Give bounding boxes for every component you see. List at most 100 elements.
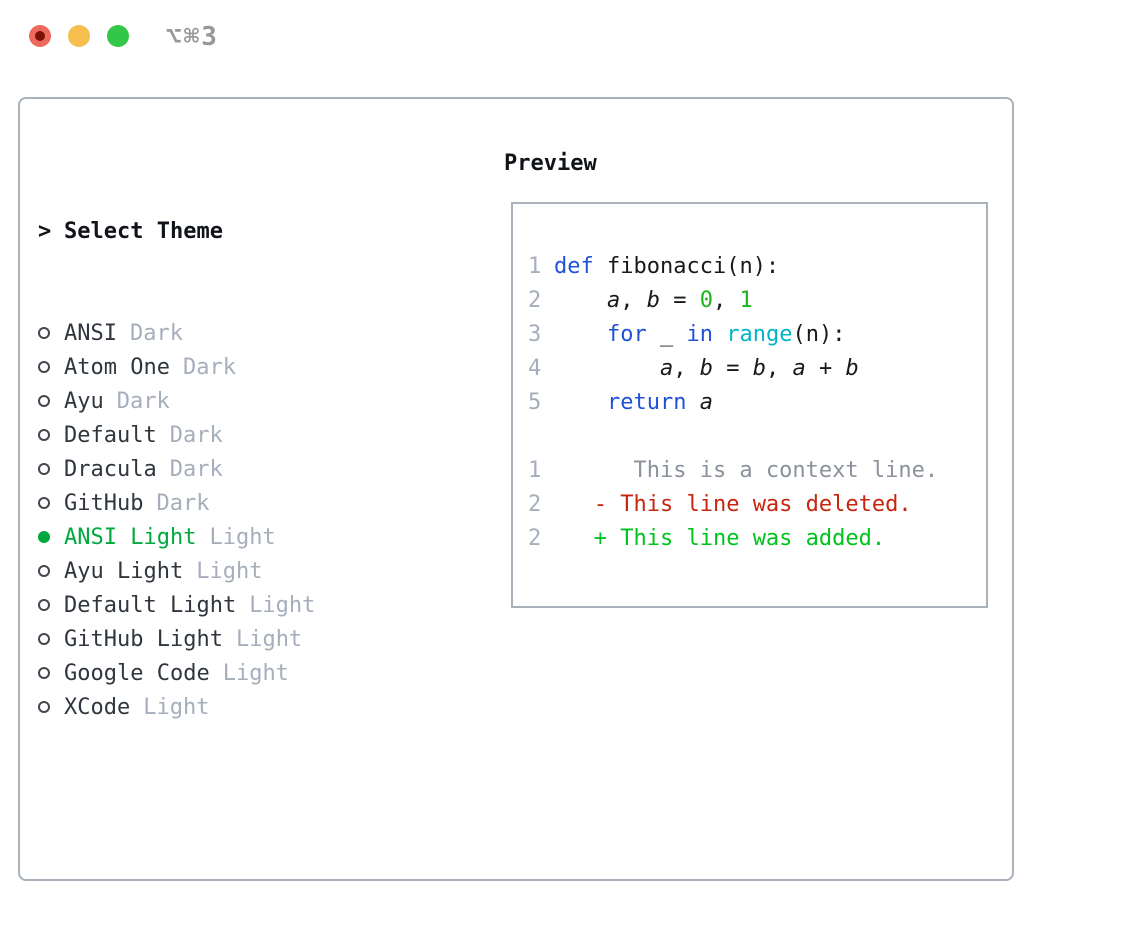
code-line: 2 + This line was added. [528, 522, 986, 556]
code-token: , [673, 356, 700, 381]
code-token: b [752, 356, 766, 381]
option-label: XCode [64, 695, 131, 720]
code-token: b [845, 356, 859, 381]
code-token [554, 492, 594, 517]
line-number: 1 [528, 458, 542, 483]
radio-dot [38, 599, 50, 611]
code-token: (n): [792, 322, 846, 347]
option-variant-label: Light [143, 695, 210, 720]
radio-dot [38, 565, 50, 577]
radio-dot [38, 395, 50, 407]
code-token: _ [646, 322, 687, 347]
code-line: 5 return a [528, 386, 986, 420]
line-number: 2 [528, 526, 542, 551]
code-token [554, 526, 594, 551]
code-token: b [699, 356, 713, 381]
minimize-button[interactable] [68, 25, 90, 47]
option-label: Dracula [64, 457, 157, 482]
radio-icon [38, 453, 64, 487]
radio-icon [38, 691, 64, 725]
code-token: fibonacci(n): [593, 254, 780, 279]
radio-dot [38, 463, 50, 475]
theme-option[interactable]: GitHub Dark [38, 487, 409, 521]
radio-icon [38, 589, 64, 623]
radio-icon [38, 555, 64, 589]
option-label: GitHub Light [64, 627, 223, 652]
code-token: a [792, 356, 806, 381]
code-token: 0 [699, 288, 713, 313]
radio-icon [38, 487, 64, 521]
radio-icon [38, 351, 64, 385]
theme-list-title: Select Theme [64, 219, 223, 244]
line-number: 4 [528, 356, 542, 381]
code-token [554, 288, 607, 313]
code-token: b [646, 288, 660, 313]
close-button[interactable] [29, 25, 51, 47]
theme-option[interactable]: Atom One Dark [38, 351, 409, 385]
radio-dot [38, 531, 50, 543]
code-token [554, 322, 607, 347]
radio-dot [38, 429, 50, 441]
line-number: 1 [528, 254, 542, 279]
option-label: ANSI [64, 321, 117, 346]
code-token: in [686, 322, 713, 347]
radio-icon [38, 317, 64, 351]
option-label: Ayu [64, 389, 104, 414]
option-label: Ayu Light [64, 559, 184, 584]
code-token: return [606, 390, 687, 415]
code-line: 2 a, b = 0, 1 [528, 284, 986, 318]
code-token: a [699, 390, 713, 415]
radio-dot [38, 497, 50, 509]
code-token: range [726, 322, 793, 347]
option-variant-label: Light [222, 661, 289, 686]
line-number: 2 [528, 492, 542, 517]
preview-title: Preview [504, 151, 597, 176]
code-token: = [712, 356, 753, 381]
code-token: + This line was added. [593, 526, 886, 551]
window-shortcut-label: ⌥⌘3 [166, 22, 219, 52]
option-variant-label: Dark [169, 457, 223, 482]
option-variant-label: Dark [156, 491, 210, 516]
theme-option[interactable]: Dracula Dark [38, 453, 409, 487]
code-token: - This line was deleted. [593, 492, 912, 517]
titlebar: ⌥⌘3 [0, 0, 1140, 72]
option-variant-label: Dark [116, 389, 170, 414]
theme-option[interactable]: XCode Light [38, 691, 409, 725]
radio-dot [38, 701, 50, 713]
option-label: Atom One [64, 355, 170, 380]
zoom-button[interactable] [107, 25, 129, 47]
radio-icon [38, 419, 64, 453]
code-token [686, 390, 699, 415]
code-token: , [765, 356, 793, 381]
option-variant-label: Dark [169, 423, 223, 448]
option-variant-label: Dark [182, 355, 236, 380]
radio-dot [38, 667, 50, 679]
code-token: This is a context line. [554, 458, 939, 483]
radio-icon [38, 385, 64, 419]
radio-dot [38, 633, 50, 645]
radio-dot [38, 327, 50, 339]
radio-icon [38, 657, 64, 691]
option-variant-label: Light [235, 627, 303, 652]
line-number: 3 [528, 322, 542, 347]
code-line: 1 This is a context line. [528, 454, 986, 488]
theme-option[interactable]: GitHub Light Light [38, 623, 409, 657]
code-token: , [712, 288, 740, 313]
option-label: GitHub [64, 491, 144, 516]
option-label: ANSI Light [64, 525, 197, 550]
apply-to-header-row: Apply To [38, 929, 409, 934]
option-label: Google Code [64, 661, 210, 686]
code-token: 1 [739, 288, 753, 313]
theme-option[interactable]: Ayu Dark [38, 385, 409, 419]
code-token [713, 322, 726, 347]
theme-option[interactable]: Google Code Light [38, 657, 409, 691]
